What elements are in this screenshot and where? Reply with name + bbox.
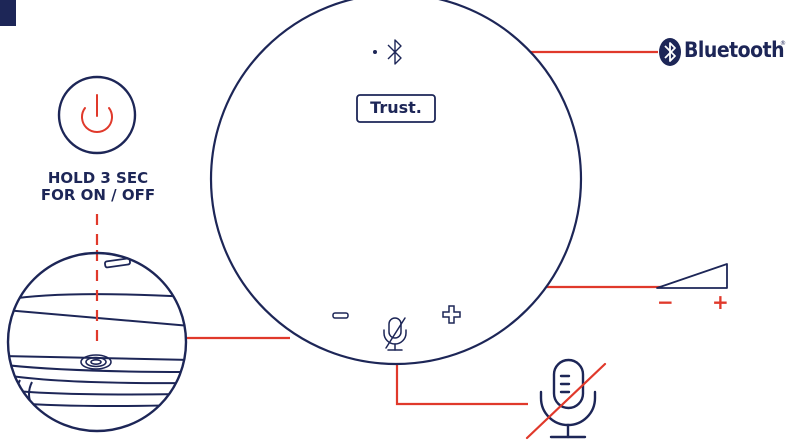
speakerphone-top-view [209,0,583,366]
plus-icon [442,305,461,324]
power-instruction-line1: HOLD 3 SEC [47,169,149,187]
side-slot [104,257,131,269]
brand-logo: Trust. [370,98,422,117]
bluetooth-icon [387,39,402,65]
bluetooth-logo-icon [659,38,681,66]
power-icon [57,75,137,155]
bluetooth-wordmark: Bluetooth [684,38,785,62]
minus-icon [332,312,349,319]
volume-level-icon [656,263,728,289]
brand-logo-frame [356,94,436,123]
microphone-icon [383,317,407,351]
power-instruction-line2: FOR ON / OFF [40,186,156,204]
registered-mark: ® [780,40,786,47]
mute-connector-line [395,350,528,406]
power-button-side [80,354,112,370]
volume-decrease-label: − [657,290,674,314]
volume-increase-label: + [712,290,729,314]
side-view-detail [8,253,186,431]
microphone-muted-icon [525,358,607,440]
corner-block [0,0,16,26]
bluetooth-indicator-dot [373,50,377,54]
power-instruction: HOLD 3 SEC FOR ON / OFF [36,170,160,204]
